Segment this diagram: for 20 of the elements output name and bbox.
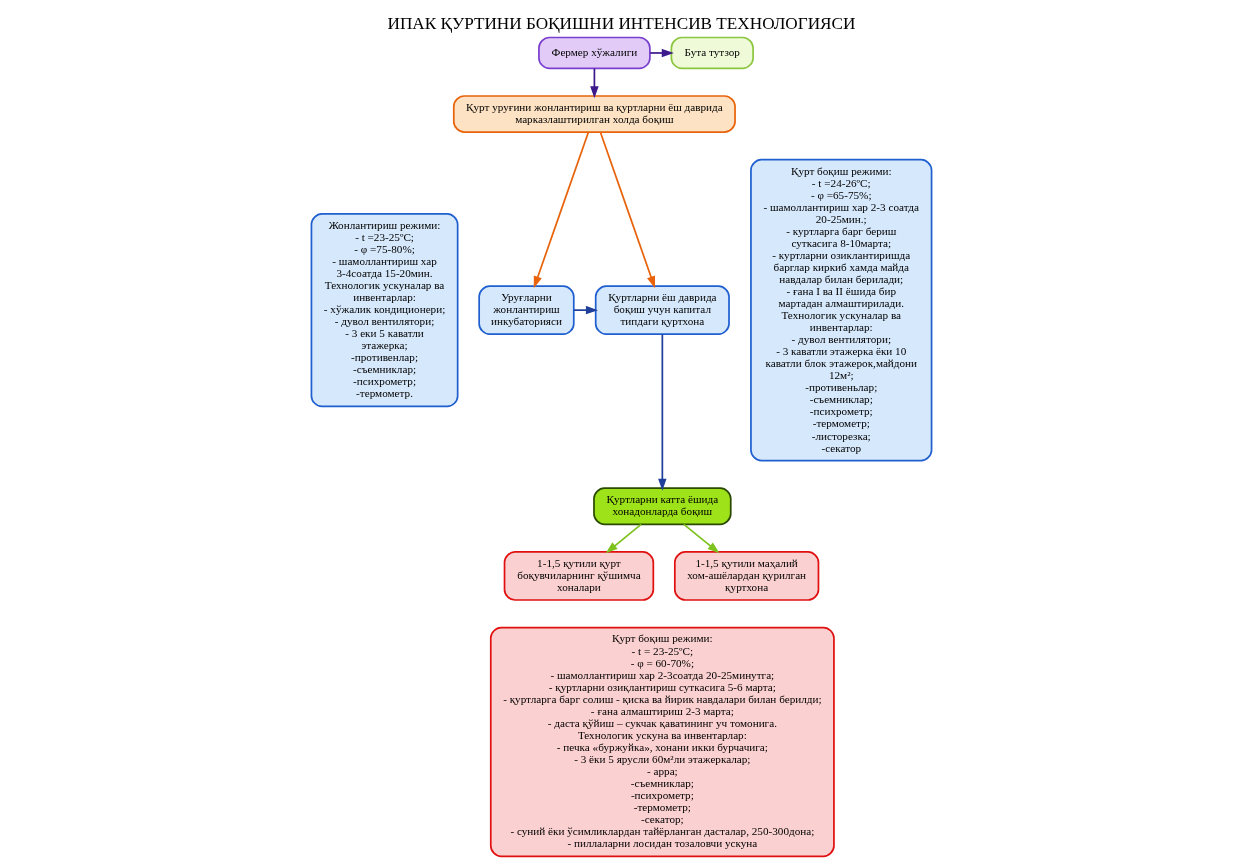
- arrow: [599, 131, 655, 289]
- node-box: Фермер хўжалиги: [537, 36, 651, 70]
- arrow: [589, 67, 599, 99]
- diagram-title: ИПАК ҚУРТИНИ БОҚИШНИ ИНТЕНСИВ ТЕХНОЛОГИЯСИ: [387, 13, 855, 33]
- node-box: Қурт уруғини жонлантириш ва қуртларни ёш даврида марказлаштирилган холда боқиш: [452, 95, 736, 133]
- node-box: Жонлантириш режими: - t =23-25ºC; - φ =75-80%; - шамоллантириш хар 3-4соатда 15-20мин. Технологик ускуналар ва инвентарлар: - хўжалик кондиционери; - дувол вентилятори; - 3 еки 5 каватли этажерка; -противенлар; -съемниклар; -психрометр; -термометр.: [310, 212, 458, 408]
- node-box: Уруғларни жонлантириш инкубаторияси: [477, 285, 575, 336]
- arrow: [572, 305, 598, 315]
- node-box: Қурт боқиш режими: - t =24-26ºC; - φ =65-75%; - шамоллантириш хар 2-3 соатда 20-25мин.; - куртларга барг бериш суткасига 8-10марта; - куртларни озиклантиришда барглар киркиб хамда майда навдалар билан берилади; - ғана I ва II ёшида бир мартадан алмаштирилади. Технологик ускуналар ва инвентарлар: - дувол вентилятори; - 3 каватли этажерка ёки 10 каватли блок этажерок,майдони 12м²; -противеньлар; -съемниклар; -психрометр; -термометр; -листорезка; -секатор: [749, 158, 932, 462]
- node-box: 1-1,5 қутили қурт боқувчиларнинг қўшимча хоналари: [503, 550, 654, 601]
- arrow: [682, 523, 720, 554]
- node-box: Қурт боқиш режими: - t = 23-25ºC; - φ = 60-70%; - шамоллантириш хар 2-3соатда 20-25минутга; - қуртларни озиқлантириш суткасига 5-6 марта; - қуртларга барг солиш - қиска ва йирик навдалари билан берилди; - ғана алмаштириш 2-3 марта; - даста қўйиш – сукчак қаватининг уч томонига. Технологик ускуна ва инвентарлар: - печка «буржуйка», хонани икки бурчачига; - 3 ёки 5 ярусли 60м²ли этажеркалар; - арра; -съемниклар; -психрометр; -термометр; -секатор; - суний ёки ўсимликлардан тайёрланган дасталар, 250-300дона; - пиллаларни лосидан тозаловчи ускуна: [489, 626, 835, 858]
- node-box: Қуртларни ёш даврида боқиш учун капитал типдаги қуртхона: [594, 285, 730, 336]
- node-box: 1-1,5 қутили маҳалий хом-ашёлардан қурилган қуртхона: [673, 550, 819, 601]
- arrow: [533, 131, 589, 289]
- node-box: Бута тутзор: [670, 36, 754, 70]
- node-box: Қуртларни катта ёшида хонадонларда боқиш: [592, 487, 732, 526]
- arrow: [605, 523, 642, 554]
- arrow: [657, 333, 667, 491]
- arrow: [648, 48, 674, 58]
